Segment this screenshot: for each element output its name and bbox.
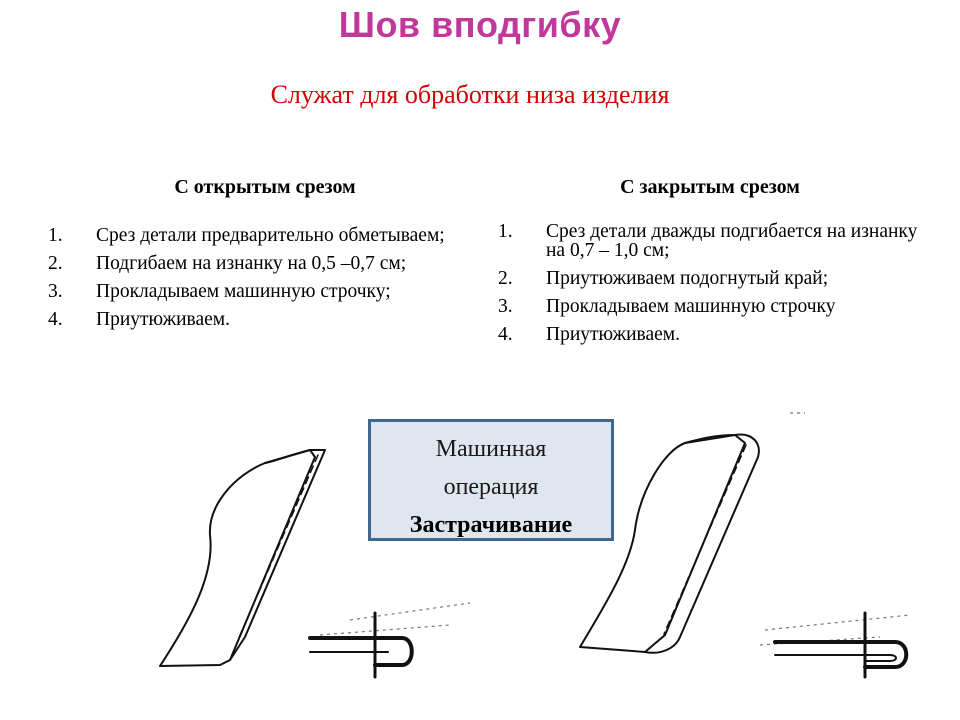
- step-number: 4.: [498, 324, 513, 345]
- fabric-outline: [159, 449, 316, 667]
- step-number: 1.: [498, 221, 513, 242]
- fabric-top-edge: [684, 434, 736, 444]
- seam-cross-section-symbol: [308, 611, 414, 679]
- list-item: 3. Прокладываем машинную строчку;: [48, 281, 488, 302]
- page-subtitle: Служат для обработки низа изделия: [270, 80, 670, 109]
- right-column-heading: С закрытым срезом: [620, 176, 800, 198]
- hem-fold-edge: [644, 433, 760, 654]
- left-steps-list: 1. Срез детали предварительно обметываем…: [48, 226, 488, 338]
- machine-operation-box: Машинная операция Застрачивание: [368, 419, 614, 541]
- operation-name: Застрачивание: [409, 512, 573, 538]
- step-number: 2.: [48, 253, 63, 274]
- step-text: Прокладываем машинную строчку: [546, 296, 836, 317]
- step-number: 1.: [48, 225, 63, 246]
- right-steps-list: 1. Срез детали дважды подгибается на изн…: [498, 222, 938, 353]
- operation-line-1: Машинная: [435, 436, 547, 462]
- list-item: 3. Прокладываем машинную строчку: [498, 296, 938, 317]
- operation-line-2: операция: [443, 474, 539, 500]
- list-item: 4. Приутюживаем.: [498, 324, 938, 345]
- closed-cut-seam-diagram: [579, 412, 911, 679]
- step-text: Приутюживаем.: [546, 324, 681, 345]
- list-item: 4. Приутюживаем.: [48, 309, 488, 330]
- step-number: 4.: [48, 309, 63, 330]
- list-item: 1. Срез детали дважды подгибается на изн…: [498, 221, 938, 261]
- step-text: Приутюживаем подогнутый край;: [546, 268, 829, 289]
- step-text: Срез детали дважды подгибается на изнанк…: [546, 221, 918, 261]
- step-text: Приутюживаем.: [96, 309, 231, 330]
- list-item: 1. Срез детали предварительно обметываем…: [48, 225, 488, 246]
- left-column-heading: С открытым срезом: [174, 176, 356, 198]
- step-text: Прокладываем машинную строчку;: [96, 281, 391, 302]
- list-item: 2. Приутюживаем подогнутый край;: [498, 268, 938, 289]
- step-text: Подгибаем на изнанку на 0,5 –0,7 см;: [96, 253, 407, 274]
- step-number: 2.: [498, 268, 513, 289]
- fabric-top-edge: [264, 449, 311, 464]
- step-text: Срез детали предварительно обметываем;: [96, 225, 445, 246]
- stitch-line: [237, 454, 319, 641]
- open-cut-seam-diagram: [159, 449, 470, 679]
- step-number: 3.: [498, 296, 513, 317]
- stitch-line: [663, 444, 747, 635]
- list-item: 2. Подгибаем на изнанку на 0,5 –0,7 см;: [48, 253, 488, 274]
- page-title: Шов вподгибку: [338, 4, 622, 45]
- step-number: 3.: [48, 281, 63, 302]
- seam-cross-section-symbol: [773, 611, 909, 679]
- hem-fold-edge: [229, 449, 326, 661]
